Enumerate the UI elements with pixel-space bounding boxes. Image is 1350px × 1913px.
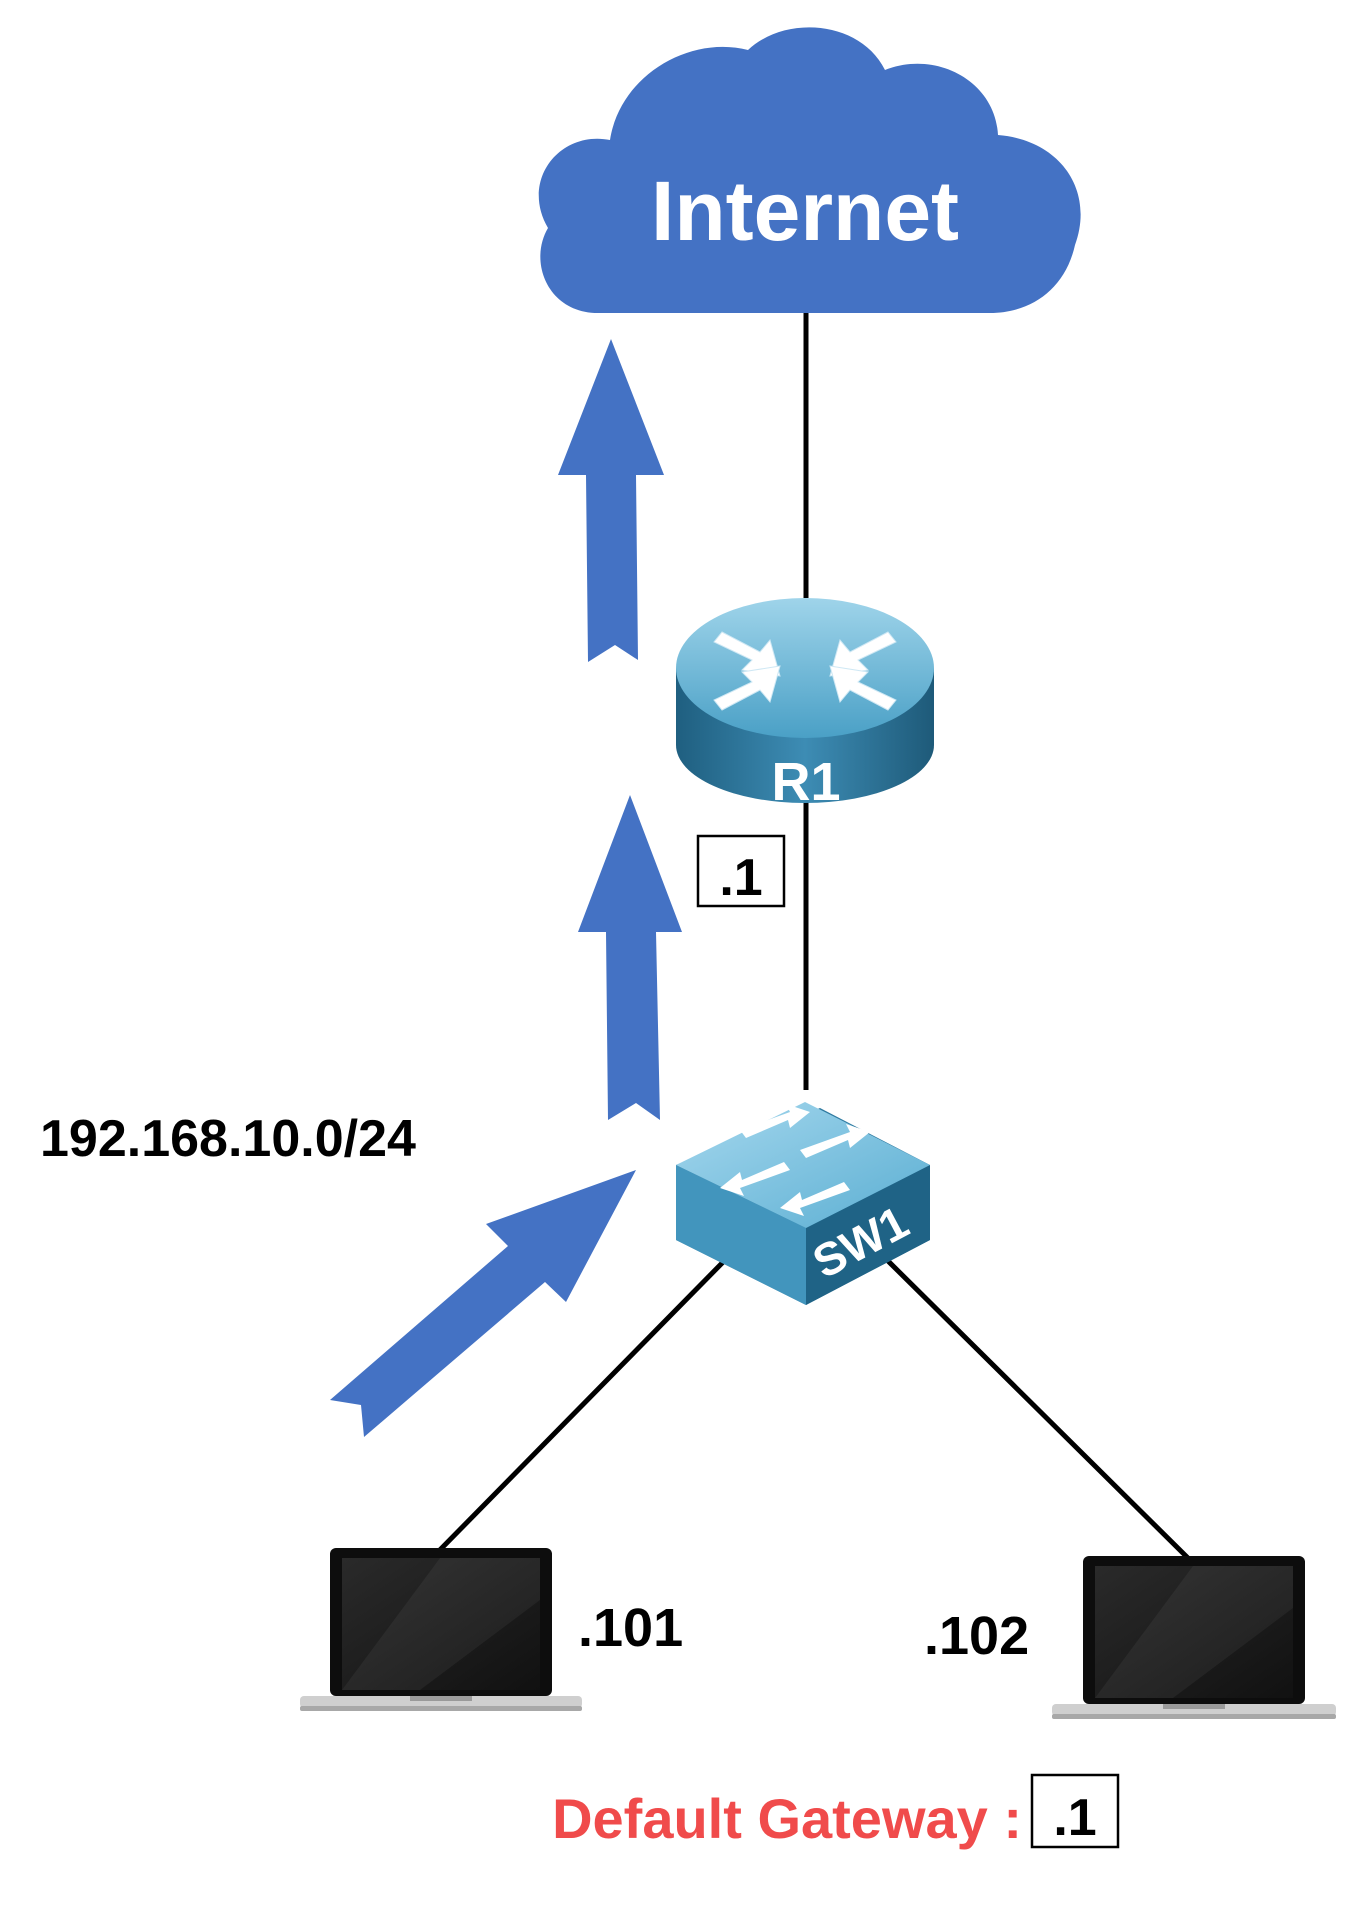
router-interface: .1 <box>696 834 786 908</box>
links <box>428 310 1197 1567</box>
link-sw1-laptop-right <box>880 1253 1197 1567</box>
default-gateway-label: Default Gateway : <box>552 1787 1022 1850</box>
up-arrow-icon <box>330 1170 636 1437</box>
default-gateway-value: .1 <box>1053 1789 1096 1847</box>
switch-icon <box>676 1102 930 1305</box>
cloud-label: Internet <box>651 164 959 258</box>
laptop-right-label: .102 <box>924 1606 1029 1666</box>
router-icon <box>676 598 934 803</box>
laptop-left-label: .101 <box>578 1598 683 1658</box>
laptop-left: .101 <box>300 1548 683 1711</box>
laptop-icon <box>1052 1556 1336 1719</box>
default-gateway-box <box>1030 1773 1120 1849</box>
cloud-icon <box>538 27 1081 314</box>
up-arrow-icon <box>558 339 664 662</box>
link-sw1-laptop-left <box>428 1253 732 1562</box>
subnet-label: 192.168.10.0/24 <box>40 1110 416 1168</box>
internet-cloud: Internet <box>538 27 1081 314</box>
laptop-right: .102 <box>924 1556 1336 1719</box>
flow-arrows <box>330 339 682 1437</box>
router-interface-label: .1 <box>719 849 762 907</box>
router-r1: R1 <box>676 598 934 812</box>
laptop-icon <box>300 1548 582 1711</box>
up-arrow-icon <box>578 795 682 1120</box>
default-gateway: Default Gateway : .1 <box>552 1773 1120 1850</box>
switch-sw1: SW1 <box>676 1102 930 1305</box>
router-label: R1 <box>771 752 840 812</box>
